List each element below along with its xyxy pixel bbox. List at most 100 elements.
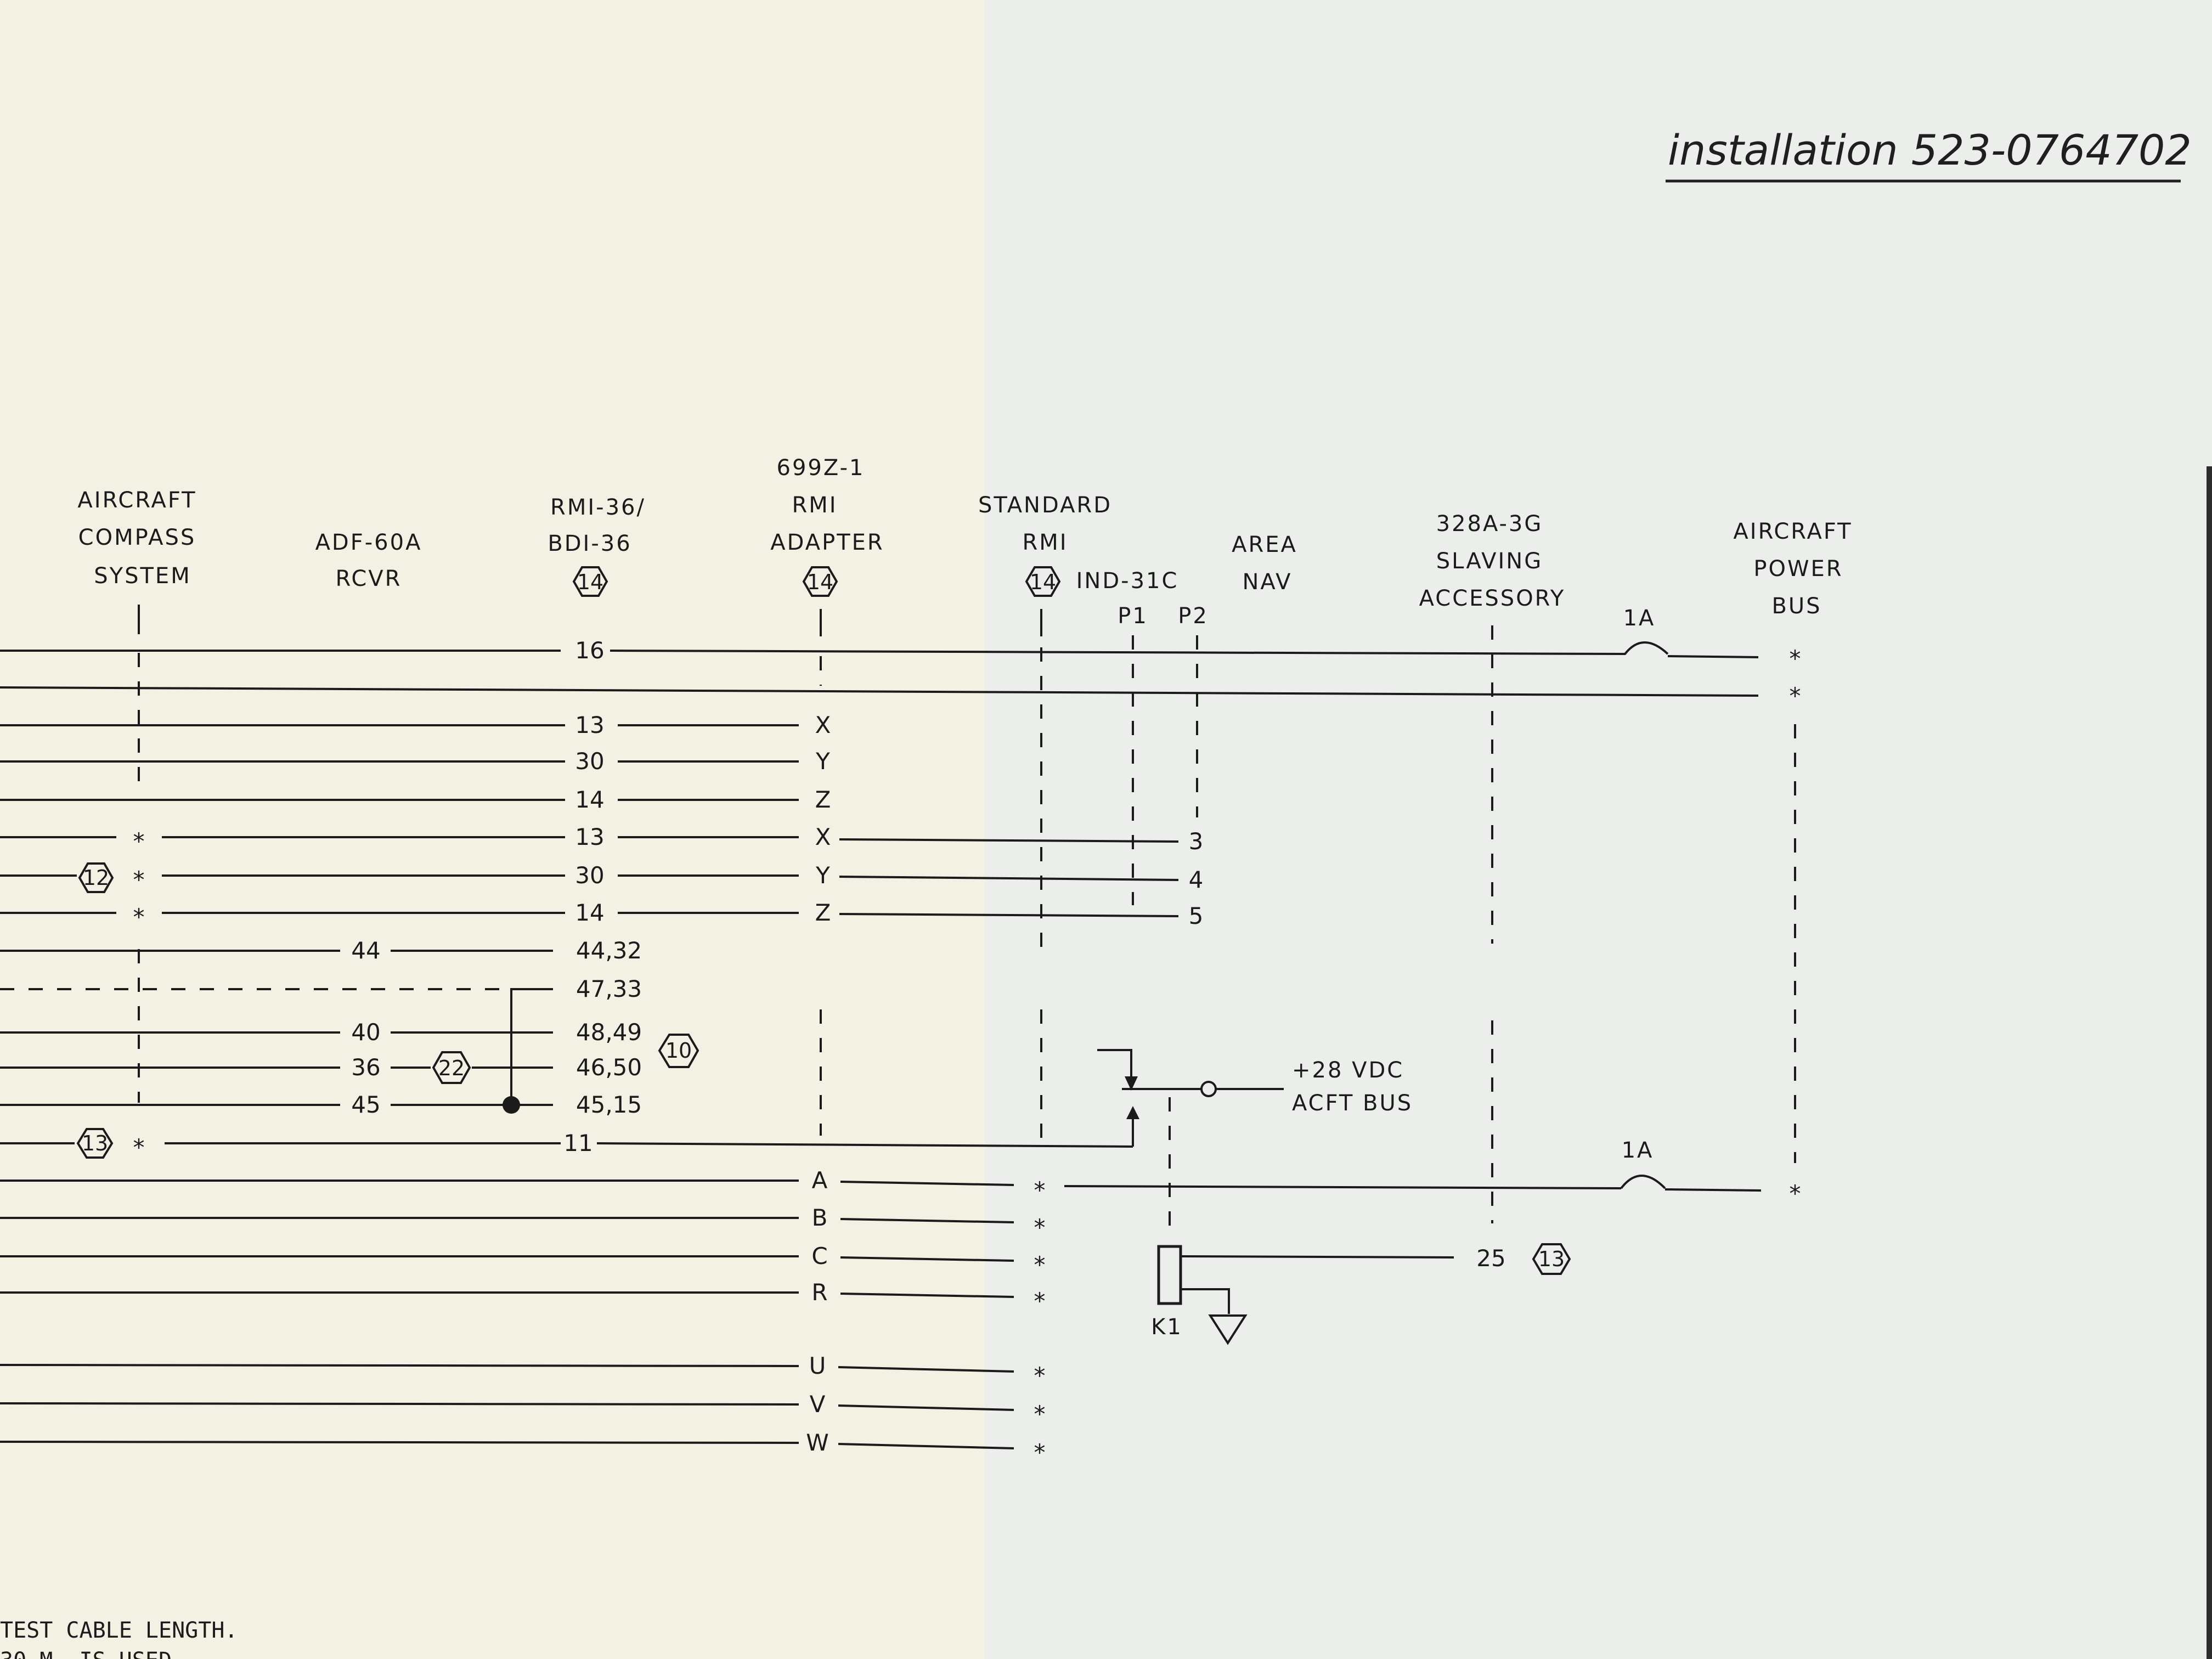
adapter-pin-y: Y <box>815 748 830 775</box>
compass-header-line3: SYSTEM <box>94 563 191 589</box>
wire-row-u-left <box>0 1364 799 1367</box>
adapter-pin-u: U <box>809 1352 826 1379</box>
note-hexagon-12: 12 <box>78 862 114 893</box>
area-nav-pin-5: 5 <box>1189 902 1204 929</box>
note-circle-10: 10 <box>658 1034 699 1068</box>
standard-rmi-star-a: * <box>1034 1177 1046 1204</box>
standard-rmi-star-b: * <box>1034 1214 1046 1241</box>
adapter-header-line3: ADAPTER <box>770 530 884 555</box>
power-bus-header-line3: BUS <box>1771 594 1821 619</box>
power-label-line2: ACFT BUS <box>1292 1091 1413 1116</box>
page-edge <box>2207 466 2212 1659</box>
adf-pin-36: 36 <box>351 1054 380 1081</box>
adapter-header-line1: 699Z-1 <box>777 455 865 481</box>
wire-row-c-right <box>840 1256 1014 1262</box>
rmi36-pin-16: 16 <box>575 637 604 664</box>
fuse-1a-lower <box>1620 1175 1666 1189</box>
note-number: 12 <box>83 866 109 890</box>
junction-dot <box>503 1096 520 1114</box>
power-bus-star-2: * <box>1790 682 1801 709</box>
wire-row14-right <box>596 1142 1133 1148</box>
note-number: 13 <box>1538 1247 1565 1271</box>
wire-row1-right <box>610 650 1624 655</box>
adapter-pin-x: X <box>815 712 831 738</box>
fuse-label-lower: 1A <box>1622 1138 1654 1163</box>
compass-star-row8: * <box>133 904 145 930</box>
rmi36-pin-14b: 14 <box>575 899 604 926</box>
wire-row-a-to-bus <box>1664 1188 1762 1192</box>
adapter-pin-w: W <box>806 1429 829 1456</box>
adapter-pin-c: C <box>811 1243 827 1269</box>
adapter-header-line2: RMI <box>792 493 837 518</box>
wire-row7-right <box>839 876 1179 881</box>
adapter-pin-r: R <box>811 1279 827 1306</box>
footnote-line1: TEST CABLE LENGTH. <box>0 1618 238 1643</box>
adf-header-line1: ADF-60A <box>315 530 422 555</box>
standard-rmi-star-v: * <box>1034 1401 1046 1427</box>
rmi36-pin-14: 14 <box>575 786 604 813</box>
slaving-header-line3: ACCESSORY <box>1419 586 1566 611</box>
rmi36-header-line1: RMI-36/ <box>550 495 646 520</box>
adapter-pin-z: Z <box>815 786 831 813</box>
adf-pin-40: 40 <box>351 1019 380 1046</box>
right-page <box>985 0 2212 1659</box>
rmi36-pin-44-32: 44,32 <box>576 937 642 964</box>
standard-rmi-star-r: * <box>1034 1288 1046 1314</box>
wire-row-a-mid <box>840 1181 1014 1186</box>
power-terminal <box>1200 1081 1217 1097</box>
adf-header-line2: RCVR <box>336 566 402 591</box>
note-hexagon-22: 22 <box>432 1051 471 1084</box>
wire-row6-right <box>839 838 1179 843</box>
wire-row-a-right <box>1064 1185 1622 1189</box>
area-nav-header-line2: NAV <box>1242 569 1292 595</box>
page-title: installation 523-0764702 <box>1668 126 2192 174</box>
rmi36-pin-48-49: 48,49 <box>576 1019 642 1046</box>
note-number: 22 <box>438 1056 465 1080</box>
fuse-label-upper: 1A <box>1623 606 1656 631</box>
footnote-line2: 30 M. IS USED <box>0 1648 172 1659</box>
rmi36-pin-13b: 13 <box>575 823 604 850</box>
rmi36-pin-47-33: 47,33 <box>576 975 642 1002</box>
compass-header-line2: COMPASS <box>78 525 196 550</box>
standard-rmi-header-line2: RMI <box>1022 530 1068 555</box>
left-page <box>0 0 985 1659</box>
note-number: 14 <box>1030 570 1056 594</box>
note-hexagon-rmi36: 14 <box>572 566 608 597</box>
rmi36-pin-46-50: 46,50 <box>576 1054 642 1081</box>
note-hexagon-13-slaving: 13 <box>1532 1243 1571 1275</box>
note-hexagon-standard-rmi: 14 <box>1025 566 1061 597</box>
compass-star-row7: * <box>133 866 145 893</box>
wire-row1-to-bus <box>1667 655 1759 658</box>
relay-label: K1 <box>1151 1314 1183 1340</box>
adapter-pin-b: B <box>812 1204 828 1231</box>
wire-row-r-right <box>840 1293 1014 1298</box>
wire-coil-ground <box>1181 1288 1230 1314</box>
wire-row8-right <box>839 913 1179 917</box>
wire-coil-to-slaving <box>1180 1255 1454 1259</box>
ground-symbol <box>1208 1314 1248 1345</box>
standard-rmi-header-line1: STANDARD <box>978 493 1112 518</box>
note-hexagon-13: 13 <box>76 1128 114 1159</box>
rmi36-pin-30: 30 <box>575 748 604 775</box>
power-bus-header-line2: POWER <box>1753 556 1843 582</box>
rmi36-header-line2: BDI-36 <box>548 531 631 556</box>
rmi36-pin-13: 13 <box>575 712 604 738</box>
compass-header-line1: AIRCRAFT <box>77 488 196 513</box>
wire-row-v-right <box>838 1404 1014 1411</box>
compass-star-row14: * <box>133 1134 145 1161</box>
area-nav-pin-4: 4 <box>1189 866 1204 893</box>
relay-contact-upper <box>1097 1049 1132 1084</box>
standard-rmi-star-w: * <box>1034 1439 1046 1466</box>
rmi36-pin-11: 11 <box>563 1130 592 1156</box>
relay-arrow-lower <box>1126 1106 1139 1119</box>
relay-arrow-upper <box>1125 1076 1138 1091</box>
note-number: 14 <box>807 570 833 594</box>
rmi36-pin-45-15: 45,15 <box>576 1091 642 1118</box>
wire-row-b-right <box>840 1218 1014 1223</box>
standard-rmi-star-c: * <box>1034 1251 1046 1278</box>
wire-row-u-right <box>838 1366 1014 1373</box>
wire-row2 <box>0 686 1759 697</box>
standard-rmi-star-u: * <box>1034 1362 1046 1389</box>
p1-label: P1 <box>1118 603 1148 629</box>
power-bus-header-line1: AIRCRAFT <box>1733 519 1852 544</box>
